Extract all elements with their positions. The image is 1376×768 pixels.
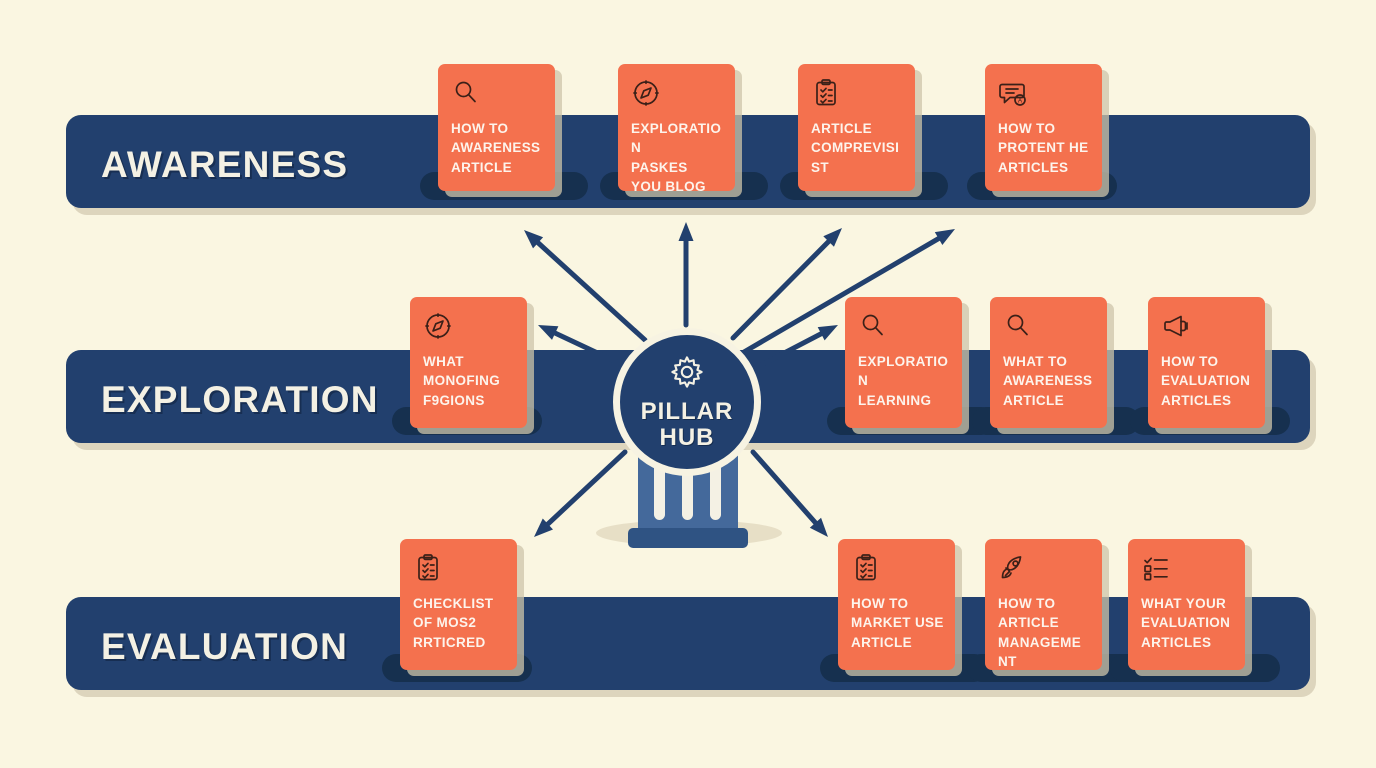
card-title-line: EVALUATION (1141, 615, 1231, 631)
card-title-line: COMPREVISIST (811, 140, 900, 175)
card-title-line: ARTICLE (451, 159, 512, 175)
card-title-line: LEARNING (858, 392, 932, 408)
card-title-line: AWARENESS (451, 140, 541, 156)
arrow-to-awareness-1 (524, 230, 648, 343)
content-card[interactable]: EXPLORATION PASKES YOU BLOG (618, 64, 735, 194)
card-title-line: HOW TO (451, 121, 509, 136)
content-card[interactable]: HOW TO MARKET USE ARTICLE (838, 539, 955, 670)
card-title: ARTICLE COMPREVISIST (811, 119, 904, 177)
card-title: EXPLORATION PASKES YOU BLOG (631, 119, 724, 197)
card-title-line: EVALUATION (1161, 373, 1251, 389)
stage-label-evaluation: EVALUATION (101, 626, 349, 667)
magnifier-icon (858, 311, 888, 341)
card-title-line: ARTICLES (1141, 634, 1212, 650)
clipboard-icon (811, 78, 841, 108)
pedestal-base (628, 528, 748, 548)
card-title-line: HOW TO (851, 596, 909, 611)
content-card[interactable]: A HOW TO PROTENT HE ARTICLES (985, 64, 1102, 191)
card-title: WHAT MONOFING F9GIONS (423, 352, 516, 410)
card-title-line: RRTICRED (413, 634, 486, 650)
card-title-line: MONOFING (423, 373, 501, 389)
card-title-line: AWARENESS (1003, 373, 1093, 389)
checklist-icon (1141, 553, 1171, 583)
pillar-hub-node[interactable]: PILLAR HUB (613, 328, 761, 476)
card-title-line: WHAT TO (1003, 354, 1068, 369)
content-card[interactable]: HOW TO AWARENESS ARTICLE (438, 64, 555, 191)
arrow-to-evaluation-left (534, 449, 628, 537)
stage-label-awareness: AWARENESS (101, 144, 349, 185)
card-title-line: EXPLORATION (631, 121, 722, 156)
card-title-line: PASKES (631, 159, 688, 175)
card-title: WHAT TO AWARENESS ARTICLE (1003, 352, 1096, 410)
card-title-line: CHECKLIST (413, 596, 494, 611)
content-card[interactable]: ARTICLE COMPREVISIST (798, 64, 915, 191)
card-title: EXPLORATION LEARNING (858, 352, 951, 410)
megaphone-icon (1161, 311, 1191, 341)
card-title-line: HOW TO (1161, 354, 1219, 369)
card-title: HOW TO EVALUATION ARTICLES (1161, 352, 1254, 410)
svg-text:A: A (1018, 97, 1023, 104)
content-card[interactable]: WHAT YOUR EVALUATION ARTICLES (1128, 539, 1245, 670)
arrow-to-evaluation-right (750, 449, 828, 537)
card-title-line: WHAT YOUR (1141, 596, 1227, 611)
compass-icon (423, 311, 453, 341)
compass-icon (631, 78, 661, 108)
gear-icon (669, 354, 705, 395)
magnifier-icon (1003, 311, 1033, 341)
clipboard-icon (851, 553, 881, 583)
arrow-to-awareness-3 (730, 228, 842, 341)
content-card[interactable]: HOW TO EVALUATION ARTICLES (1148, 297, 1265, 428)
magnifier-icon (451, 78, 481, 108)
card-title: HOW TO PROTENT HE ARTICLES (998, 119, 1091, 177)
hub-title-line1: PILLAR (640, 397, 734, 425)
speech-bubble-icon: A (998, 78, 1028, 108)
hub-title-line2: HUB (659, 423, 715, 451)
card-title-line: EXPLORATION (858, 354, 949, 389)
card-title-line: ARTICLES (1161, 392, 1232, 408)
card-title: HOW TO ARTICLE MANAGEMENT (998, 594, 1091, 672)
card-title: WHAT YOUR EVALUATION ARTICLES (1141, 594, 1234, 652)
card-title-line: MANAGEMENT (998, 634, 1082, 670)
card-title-line: OF MOS2 (413, 615, 477, 631)
card-title-line: WHAT (423, 354, 464, 369)
card-title-line: ARTICLES (998, 159, 1069, 175)
content-card[interactable]: WHAT TO AWARENESS ARTICLE (990, 297, 1107, 428)
card-title-line: ARTICLE (851, 634, 912, 650)
card-title-line: PROTENT HE (998, 140, 1089, 156)
card-title: HOW TO MARKET USE ARTICLE (851, 594, 944, 652)
clipboard-icon (413, 553, 443, 583)
card-title-line: HOW TO (998, 121, 1056, 136)
card-title-line: ARTICLE (998, 615, 1059, 631)
content-card[interactable]: WHAT MONOFING F9GIONS (410, 297, 527, 428)
stage-label-exploration: EXPLORATION (101, 379, 379, 420)
card-title-line: F9GIONS (423, 392, 485, 408)
content-card[interactable]: HOW TO ARTICLE MANAGEMENT (985, 539, 1102, 670)
card-title-line: YOU BLOG (631, 179, 706, 195)
card-title-line: MARKET USE (851, 615, 944, 631)
rocket-icon (998, 553, 1028, 583)
card-title-line: HOW TO (998, 596, 1056, 611)
card-title-line: ARTICLE (1003, 392, 1064, 408)
card-title: HOW TO AWARENESS ARTICLE (451, 119, 544, 177)
arrow-to-awareness-2 (678, 222, 694, 328)
content-card[interactable]: EXPLORATION LEARNING (845, 297, 962, 428)
card-title-line: ARTICLE (811, 121, 872, 136)
